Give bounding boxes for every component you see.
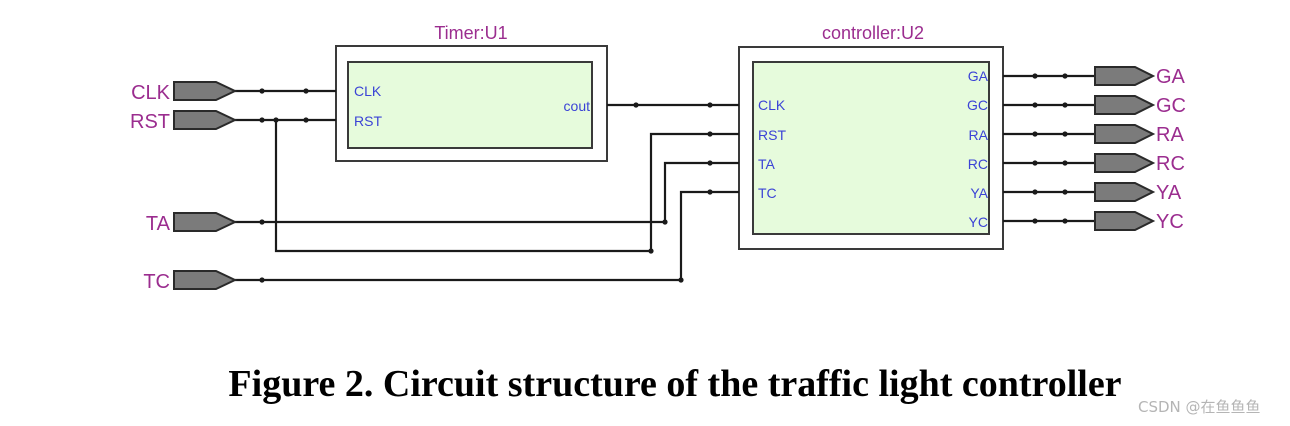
output-label-rc: RC xyxy=(1156,153,1185,175)
junction-dot xyxy=(1032,189,1038,195)
input-label-clk: CLK xyxy=(131,82,171,104)
junction-dot xyxy=(1062,218,1068,224)
timer-inner-box xyxy=(347,61,593,149)
output-pin-gc: GC xyxy=(1094,95,1186,117)
input-label-tc: TC xyxy=(143,271,170,293)
input-label-ta: TA xyxy=(146,213,171,235)
output-pin-ga: GA xyxy=(1094,66,1186,88)
junction-dot xyxy=(259,277,265,283)
junction-dot xyxy=(1062,131,1068,137)
output-pin-ya: YA xyxy=(1094,182,1182,204)
junction-dot xyxy=(707,189,713,195)
input-pin-rst: RST xyxy=(130,110,238,133)
junction-dot xyxy=(259,219,265,225)
junction-dot xyxy=(259,117,265,123)
timer-port-cout: cout xyxy=(564,98,591,114)
controller-port-yc: YC xyxy=(969,214,988,230)
controller-port-ta: TA xyxy=(758,156,776,172)
input-pins: CLK RST TA TC xyxy=(130,81,238,293)
junction-dot xyxy=(1062,73,1068,79)
controller-port-clk: CLK xyxy=(758,97,786,113)
output-pin-shape xyxy=(1094,66,1156,86)
output-label-ya: YA xyxy=(1156,182,1182,204)
timer-block: Timer:U1 CLK RST cout xyxy=(335,23,608,162)
input-pin-shape xyxy=(173,270,238,290)
input-pin-tc: TC xyxy=(143,270,238,293)
output-pin-shape xyxy=(1094,153,1156,173)
input-label-rst: RST xyxy=(130,111,170,133)
timer-title: Timer:U1 xyxy=(434,23,507,43)
controller-title: controller:U2 xyxy=(822,23,924,43)
output-label-ra: RA xyxy=(1156,124,1184,146)
wire-ta xyxy=(235,161,739,224)
junction-dot xyxy=(678,277,684,283)
junction-dot xyxy=(1062,102,1068,108)
junction-dot xyxy=(707,160,713,166)
junction-dot xyxy=(1032,131,1038,137)
junction-dot xyxy=(1062,189,1068,195)
controller-port-rc: RC xyxy=(968,156,988,172)
junction-dot xyxy=(1032,218,1038,224)
output-pin-rc: RC xyxy=(1094,153,1185,175)
controller-block: controller:U2 CLK RST TA TC GA GC RA RC … xyxy=(738,23,1004,250)
output-label-yc: YC xyxy=(1156,211,1184,233)
output-pin-ra: RA xyxy=(1094,124,1184,146)
input-pin-ta: TA xyxy=(146,212,238,235)
controller-port-rst: RST xyxy=(758,127,786,143)
controller-inner-box xyxy=(752,61,990,235)
junction-dot xyxy=(707,102,713,108)
junction-dot xyxy=(633,102,639,108)
input-pin-shape xyxy=(173,110,238,130)
timer-port-clk: CLK xyxy=(354,83,382,99)
controller-port-ga: GA xyxy=(968,68,989,84)
output-label-gc: GC xyxy=(1156,95,1186,117)
junction-dot xyxy=(1062,160,1068,166)
junction-dot xyxy=(303,88,309,94)
output-pin-shape xyxy=(1094,211,1156,231)
wire-tc xyxy=(235,190,739,282)
junction-dot xyxy=(707,131,713,137)
junction-dots xyxy=(259,73,1068,283)
figure-caption: Figure 2. Circuit structure of the traff… xyxy=(228,363,1122,405)
junction-dot xyxy=(1032,73,1038,79)
controller-port-gc: GC xyxy=(967,97,988,113)
output-label-ga: GA xyxy=(1156,66,1186,88)
output-pins: GA GC RA RC YA YC xyxy=(1094,66,1186,233)
timer-port-rst: RST xyxy=(354,113,382,129)
junction-dot xyxy=(259,88,265,94)
watermark: CSDN @在鱼鱼鱼 xyxy=(1138,398,1261,416)
junction-dot xyxy=(273,117,279,123)
output-pin-yc: YC xyxy=(1094,211,1184,233)
input-pin-clk: CLK xyxy=(131,81,238,104)
junction-dot xyxy=(303,117,309,123)
input-pin-shape xyxy=(173,81,238,101)
junction-dot xyxy=(1032,102,1038,108)
controller-port-tc: TC xyxy=(758,185,777,201)
junction-dot xyxy=(648,248,654,254)
junction-dot xyxy=(662,219,668,225)
output-pin-shape xyxy=(1094,182,1156,202)
output-pin-shape xyxy=(1094,124,1156,144)
controller-port-ra: RA xyxy=(969,127,989,143)
output-pin-shape xyxy=(1094,95,1156,115)
input-pin-shape xyxy=(173,212,238,232)
controller-port-ya: YA xyxy=(970,185,988,201)
junction-dot xyxy=(1032,160,1038,166)
